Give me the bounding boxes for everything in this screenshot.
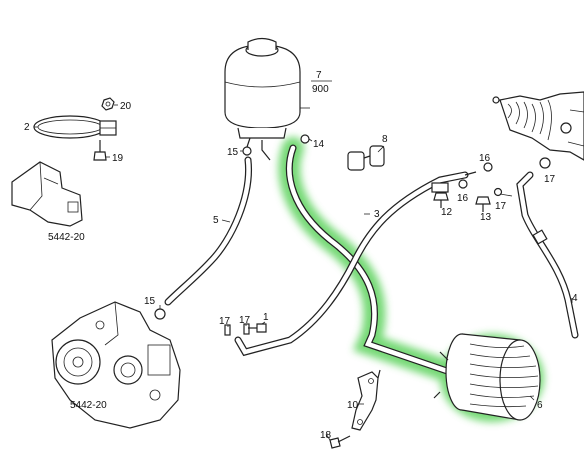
suction-hose xyxy=(164,156,253,306)
label-17-pump-a: 17 xyxy=(219,316,231,327)
label-17-pump-b: 17 xyxy=(239,315,251,326)
steering-gear xyxy=(492,91,584,161)
label-1: 1 xyxy=(263,312,269,323)
ring-15a xyxy=(242,146,252,156)
oil-cooler xyxy=(433,333,541,421)
label-18: 18 xyxy=(320,430,332,441)
part-labels: 2 20 19 5442-20 7 900 15 14 5 15 8 3 16 … xyxy=(24,70,578,441)
oil-reservoir xyxy=(224,37,301,161)
label-6: 6 xyxy=(537,400,543,411)
label-16-upper: 16 xyxy=(479,153,491,164)
fitting-12 xyxy=(433,192,449,208)
bracket-upper xyxy=(11,161,83,227)
label-17-right: 17 xyxy=(544,174,556,185)
label-4: 4 xyxy=(572,293,578,304)
label-10: 10 xyxy=(347,400,359,411)
ring-17a xyxy=(539,157,551,169)
ring-17b xyxy=(493,187,503,197)
ring-15b xyxy=(154,308,166,320)
ring-16b xyxy=(458,179,468,189)
nut xyxy=(101,97,115,111)
label-17-mid: 17 xyxy=(495,201,507,212)
bolt-18 xyxy=(329,435,351,449)
label-3: 3 xyxy=(374,209,380,220)
bolt-19 xyxy=(93,140,107,161)
label-5442-20-upper: 5442-20 xyxy=(48,232,85,243)
label-7: 7 xyxy=(316,70,322,81)
label-20: 20 xyxy=(120,101,132,112)
label-13: 13 xyxy=(480,212,492,223)
cooler-bracket xyxy=(351,369,381,431)
washer-17c xyxy=(224,324,231,336)
ring-16a xyxy=(483,162,493,172)
label-5: 5 xyxy=(213,215,219,226)
washer-17d xyxy=(243,323,250,335)
bolt-1 xyxy=(248,323,267,333)
label-19: 19 xyxy=(112,153,124,164)
label-8: 8 xyxy=(382,134,388,145)
fitting-13 xyxy=(475,196,491,212)
ring-14 xyxy=(300,134,310,144)
label-14: 14 xyxy=(313,139,325,150)
label-5442-20-lower: 5442-20 xyxy=(70,400,107,411)
highlighted-hose xyxy=(285,144,454,376)
steering-pump xyxy=(51,301,181,429)
leader-lines xyxy=(34,104,573,441)
hose-clamp xyxy=(33,115,117,139)
label-12: 12 xyxy=(441,207,453,218)
label-900: 900 xyxy=(312,84,329,95)
return-line xyxy=(516,171,579,339)
label-15-upper: 15 xyxy=(227,147,239,158)
hose-clip xyxy=(347,145,385,171)
label-2: 2 xyxy=(24,122,30,133)
label-15-lower: 15 xyxy=(144,296,156,307)
label-16-lower: 16 xyxy=(457,193,469,204)
pressure-hose xyxy=(234,171,477,357)
